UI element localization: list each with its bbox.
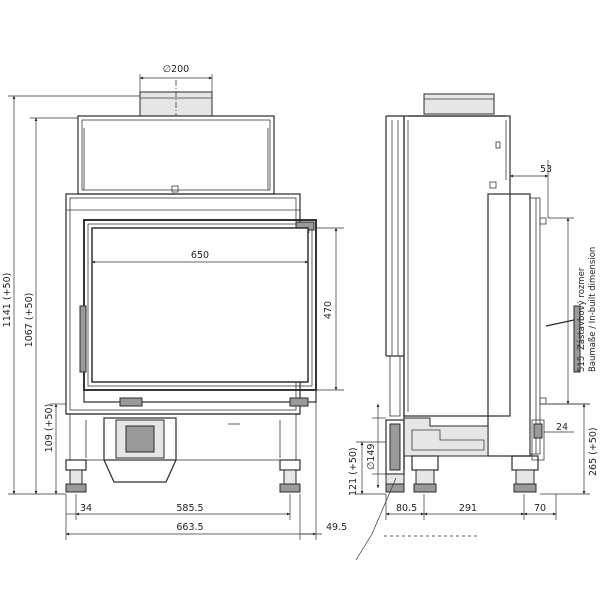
dim-air-inlet: ∅149 [355, 403, 397, 561]
front-flue-collar [139, 80, 213, 117]
dim-width-row: 663.5 49.5 [65, 402, 347, 540]
label-air-inlet: ∅149 [366, 444, 377, 470]
dim-glass-width: 650 [91, 250, 309, 264]
side-rear-body [385, 115, 405, 470]
dim-side-depth-row: 80.5 291 70 [384, 494, 557, 537]
dim-base-height: 109 (+50) [44, 403, 66, 495]
label-side-offset: 49.5 [326, 522, 347, 533]
label-body-height: 1067 (+50) [24, 293, 35, 348]
side-air-inlet [385, 419, 405, 475]
dim-inbuilt-height: 515 Zástavbový rozmer Baumaße / In-built… [548, 217, 598, 405]
dim-glass-height: 470 [316, 227, 344, 391]
label-foot-span: 585.5 [176, 503, 203, 514]
label-base-height: 109 (+50) [44, 404, 55, 453]
dim-side-265: 265 (+50) [540, 403, 599, 495]
label-foot-offset: 34 [80, 503, 92, 514]
dim-side-24: 24 [544, 422, 574, 433]
front-air-intake [103, 417, 177, 483]
label-side-265: 265 (+50) [588, 427, 599, 476]
front-upper-hood [77, 115, 275, 195]
label-side-121: 121 (+50) [348, 447, 359, 496]
dim-foot-row: 34 585.5 [65, 494, 291, 540]
front-view: ∅200 650 470 1141 (+50) 1067 (+50) [2, 64, 347, 540]
label-inbuilt-caption: Zástavbový rozmer [577, 267, 587, 350]
dim-flue-diameter: ∅200 [139, 64, 213, 92]
label-side-24: 24 [556, 422, 568, 433]
label-total-height: 1141 (+50) [2, 273, 13, 328]
side-flue-collar [408, 93, 506, 117]
label-side-top-depth: 53 [540, 164, 552, 175]
front-glass [91, 227, 309, 383]
label-depth-80: 80.5 [396, 503, 417, 514]
label-total-width: 663.5 [176, 522, 203, 533]
dim-side-121: 121 (+50) [348, 441, 386, 496]
label-inbuilt-height: 515 [577, 356, 587, 372]
side-lower-chamber [403, 417, 545, 461]
label-glass-height: 470 [323, 301, 334, 319]
side-door-handle [545, 305, 581, 373]
side-main-body [403, 115, 511, 417]
label-depth-70: 70 [534, 503, 546, 514]
label-glass-width: 650 [191, 250, 209, 261]
front-lower-section [66, 389, 317, 461]
front-door-handle [79, 305, 87, 373]
dim-body-height: 1067 (+50) [24, 117, 78, 495]
side-feet [385, 455, 539, 493]
label-inbuilt-caption-en: Baumaße / In-built dimension [588, 247, 598, 372]
label-depth-291: 291 [459, 503, 477, 514]
front-feet [65, 459, 301, 493]
label-flue-diameter: ∅200 [163, 64, 189, 75]
side-view: 53 515 Zástavbový rozmer Baumaße / In-bu… [348, 93, 599, 561]
dim-side-top-depth: 53 [509, 160, 552, 218]
side-door-section [487, 193, 547, 457]
